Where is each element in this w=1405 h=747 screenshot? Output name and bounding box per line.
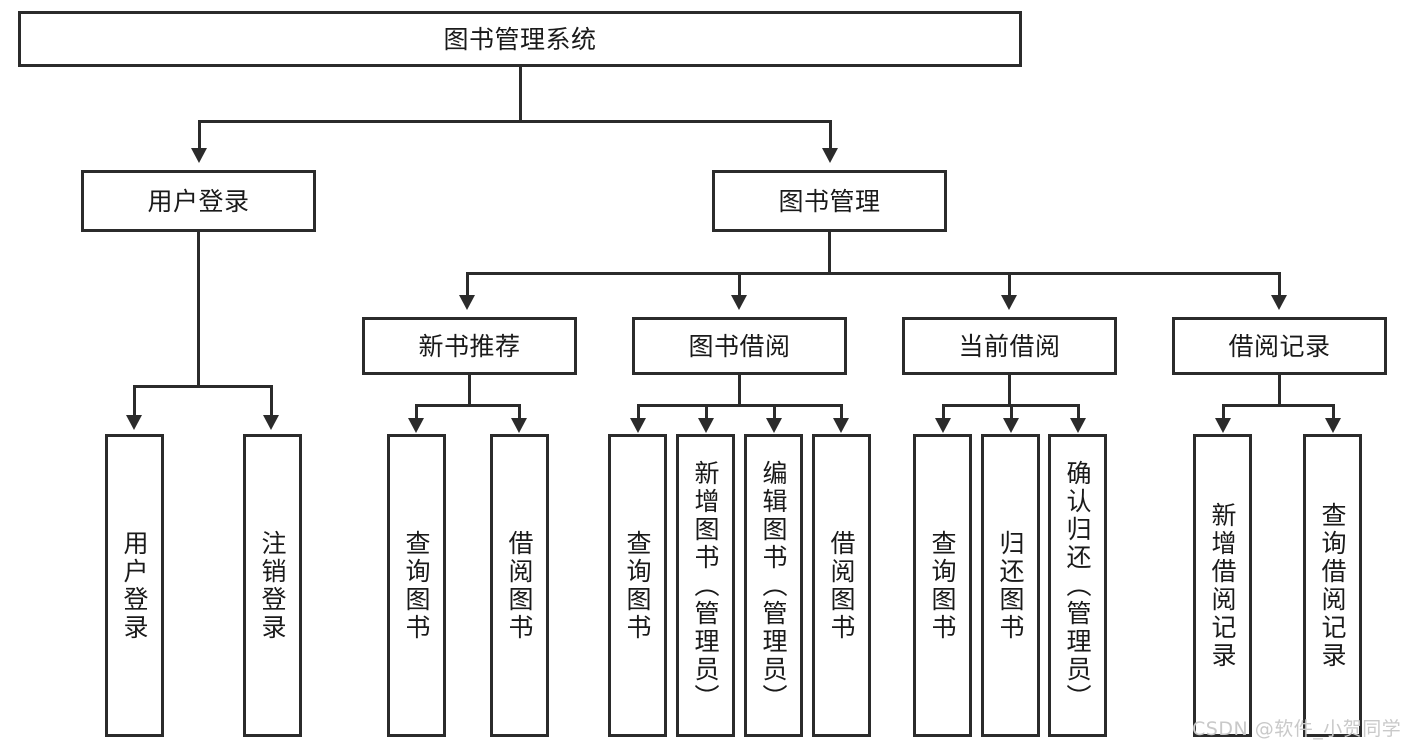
node-book-management[interactable]: 图书管理 <box>712 170 947 232</box>
node-label: 借阅图书 <box>827 529 856 642</box>
leaf-add-book-admin[interactable]: 新增图书（管理员） <box>676 434 735 737</box>
arrow-cb-to-leaf-3 <box>1070 418 1086 433</box>
leaf-confirm-return-admin[interactable]: 确认归还（管理员） <box>1048 434 1107 737</box>
edge-bb-to-leaf-2 <box>705 404 708 420</box>
arrow-user-login-to-leaf-1 <box>126 415 142 430</box>
edge-root-stem <box>519 67 522 120</box>
node-label: 注销登录 <box>258 529 287 642</box>
leaf-borrow-book-bb[interactable]: 借阅图书 <box>812 434 871 737</box>
arrow-root-to-user-login <box>191 148 207 163</box>
arrow-bb-to-leaf-2 <box>698 418 714 433</box>
edge-root-to-book-management <box>829 120 832 150</box>
edge-bm-to-current-borrow <box>1008 272 1011 297</box>
leaf-query-book-bb[interactable]: 查询图书 <box>608 434 667 737</box>
leaf-query-book-nb[interactable]: 查询图书 <box>387 434 446 737</box>
node-label: 查询图书 <box>623 529 652 642</box>
node-label: 当前借阅 <box>958 331 1061 361</box>
arrow-user-login-to-leaf-2 <box>263 415 279 430</box>
arrow-bb-to-leaf-1 <box>630 418 646 433</box>
arrow-br-to-leaf-2 <box>1325 418 1341 433</box>
arrow-bm-to-new-book <box>459 295 475 310</box>
edge-bm-to-new-book <box>466 272 469 297</box>
leaf-return-book[interactable]: 归还图书 <box>981 434 1040 737</box>
edge-book-management-stem <box>828 232 831 272</box>
node-label: 借阅记录 <box>1228 331 1331 361</box>
edge-bb-to-leaf-1 <box>637 404 640 420</box>
edge-book-borrow-bus <box>637 404 842 407</box>
edge-nb-to-leaf-2 <box>518 404 521 420</box>
leaf-user-login[interactable]: 用户登录 <box>105 434 164 737</box>
node-root-book-management-system[interactable]: 图书管理系统 <box>18 11 1022 67</box>
node-borrow-record[interactable]: 借阅记录 <box>1172 317 1387 375</box>
arrow-bm-to-borrow-record <box>1271 295 1287 310</box>
arrow-nb-to-leaf-2 <box>511 418 527 433</box>
node-label: 新增借阅记录 <box>1208 501 1237 670</box>
node-label: 图书借阅 <box>688 331 791 361</box>
node-book-borrow[interactable]: 图书借阅 <box>632 317 847 375</box>
arrow-bb-to-leaf-3 <box>766 418 782 433</box>
edge-cb-to-leaf-3 <box>1077 404 1080 420</box>
arrow-bb-to-leaf-4 <box>833 418 849 433</box>
arrow-bm-to-book-borrow <box>731 295 747 310</box>
node-label: 借阅图书 <box>505 529 534 642</box>
edge-br-to-leaf-2 <box>1332 404 1335 420</box>
arrow-br-to-leaf-1 <box>1215 418 1231 433</box>
edge-root-to-user-login <box>198 120 201 150</box>
edge-bm-to-book-borrow <box>738 272 741 297</box>
arrow-root-to-book-management <box>822 148 838 163</box>
edge-current-borrow-stem <box>1008 375 1011 404</box>
edge-user-login-bus <box>133 385 272 388</box>
leaf-edit-book-admin[interactable]: 编辑图书（管理员） <box>744 434 803 737</box>
leaf-borrow-book-nb[interactable]: 借阅图书 <box>490 434 549 737</box>
edge-bm-to-borrow-record <box>1278 272 1281 297</box>
node-label: 用户登录 <box>147 186 250 216</box>
edge-book-borrow-stem <box>738 375 741 404</box>
arrow-nb-to-leaf-1 <box>408 418 424 433</box>
edge-root-bus <box>198 120 832 123</box>
node-label: 查询图书 <box>928 529 957 642</box>
edge-user-login-stem <box>197 232 200 385</box>
edge-cb-to-leaf-2 <box>1010 404 1013 420</box>
node-label: 编辑图书（管理员） <box>759 459 788 712</box>
arrow-cb-to-leaf-1 <box>935 418 951 433</box>
leaf-query-book-cb[interactable]: 查询图书 <box>913 434 972 737</box>
edge-cb-to-leaf-1 <box>942 404 945 420</box>
edge-new-book-stem <box>468 375 471 404</box>
edge-br-to-leaf-1 <box>1222 404 1225 420</box>
edge-user-login-to-leaf-2 <box>270 385 273 417</box>
edge-nb-to-leaf-1 <box>415 404 418 420</box>
node-label: 图书管理系统 <box>443 24 597 54</box>
arrow-bm-to-current-borrow <box>1001 295 1017 310</box>
edge-borrow-record-bus <box>1222 404 1335 407</box>
node-current-borrow[interactable]: 当前借阅 <box>902 317 1117 375</box>
node-label: 确认归还（管理员） <box>1063 459 1092 712</box>
node-label: 用户登录 <box>120 529 149 642</box>
node-label: 新书推荐 <box>418 331 521 361</box>
edge-book-management-bus <box>466 272 1281 275</box>
watermark-text: CSDN @软件_小贺同学 <box>1192 718 1402 740</box>
edge-new-book-bus <box>415 404 521 407</box>
node-label: 新增图书（管理员） <box>691 459 720 712</box>
node-user-login[interactable]: 用户登录 <box>81 170 316 232</box>
node-new-book-recommend[interactable]: 新书推荐 <box>362 317 577 375</box>
leaf-query-borrow-record[interactable]: 查询借阅记录 <box>1303 434 1362 737</box>
arrow-cb-to-leaf-2 <box>1003 418 1019 433</box>
leaf-logout-login[interactable]: 注销登录 <box>243 434 302 737</box>
node-label: 查询图书 <box>402 529 431 642</box>
node-label: 图书管理 <box>778 186 881 216</box>
node-label: 归还图书 <box>996 529 1025 642</box>
leaf-add-borrow-record[interactable]: 新增借阅记录 <box>1193 434 1252 737</box>
edge-bb-to-leaf-3 <box>773 404 776 420</box>
edge-user-login-to-leaf-1 <box>133 385 136 417</box>
edge-bb-to-leaf-4 <box>840 404 843 420</box>
edge-borrow-record-stem <box>1278 375 1281 404</box>
node-label: 查询借阅记录 <box>1318 501 1347 670</box>
